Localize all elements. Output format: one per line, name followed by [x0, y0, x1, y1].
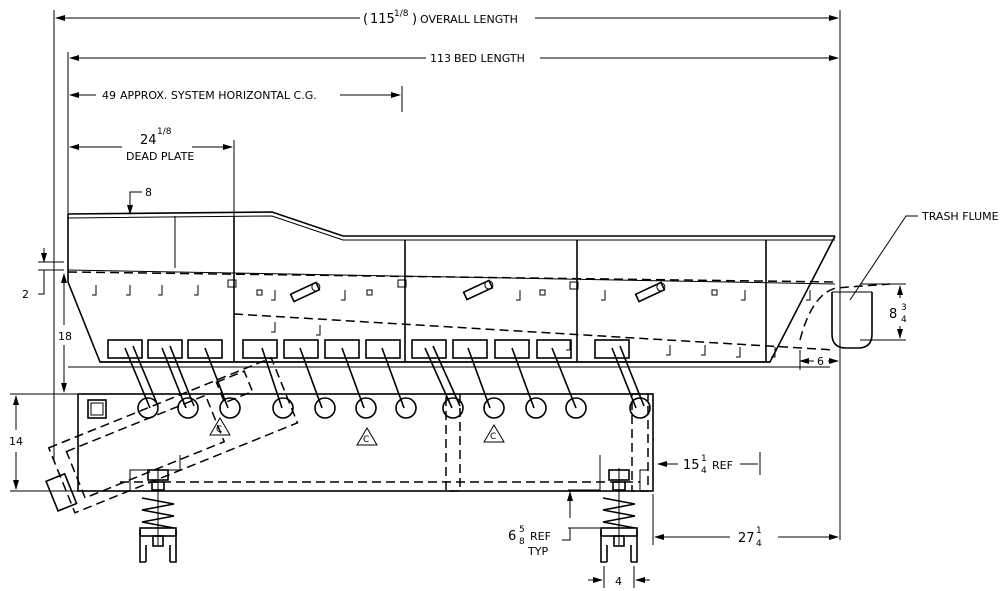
overall-length-paren-close: ) [412, 12, 417, 27]
dim-27-1-4-num: 1 [756, 526, 762, 536]
bed-fasteners [227, 279, 718, 296]
dimension-8-3-4: 8 3 4 [860, 283, 907, 341]
dimension-2: 2 [22, 248, 64, 301]
dimension-overall-length: ( 115 1/8 ) OVERALL LENGTH [53, 9, 841, 540]
base-frame [77, 393, 654, 492]
spring-left [139, 468, 177, 563]
cg-caption: APPROX. SYSTEM HORIZONTAL C.G. [120, 89, 317, 102]
dim-2-label: 2 [22, 288, 29, 301]
trash-flume-label: TRASH FLUME [921, 210, 999, 223]
spring-right [600, 468, 638, 563]
dead-plate-caption: DEAD PLATE [126, 150, 194, 163]
dimension-6: 6 [799, 350, 839, 370]
dimension-dead-plate: 24 1/8 DEAD PLATE [69, 127, 235, 340]
dim-6-5-8-whole: 6 [508, 529, 516, 544]
dead-plate-fraction: 1/8 [157, 127, 172, 137]
dim-6-label: 6 [817, 355, 824, 368]
datum-markers: C C C [209, 417, 505, 446]
dim-27-1-4-whole: 27 [738, 531, 755, 546]
dead-plate-value: 24 [140, 133, 157, 148]
conveyor-pan [67, 211, 836, 368]
datum-c-1: C [216, 425, 222, 435]
dim-18-label: 18 [58, 330, 72, 343]
dim-8-3-4-den: 4 [901, 315, 907, 325]
dim-14-label: 14 [9, 435, 23, 448]
dimension-14: 14 [9, 393, 78, 492]
dim-15-1-4-num: 1 [701, 454, 707, 464]
dim-15-1-4-whole: 15 [683, 458, 700, 473]
pivot-circles [137, 397, 651, 419]
dim-6-5-8-suffix: REF [530, 530, 551, 543]
dim-15-1-4-den: 4 [701, 466, 707, 476]
overall-length-caption: OVERALL LENGTH [420, 13, 518, 26]
link-arms [124, 345, 645, 409]
overall-length-value: 115 [370, 12, 395, 27]
bed-clamps [289, 279, 666, 303]
cg-value: 49 [102, 89, 116, 102]
bed-hooks-lower [271, 322, 776, 358]
datum-c-3: C [490, 432, 496, 442]
bed-length-value: 113 [430, 52, 451, 65]
dimension-27-1-4: 27 1 4 [652, 494, 839, 549]
overall-length-fraction: 1/8 [394, 9, 409, 19]
dim-8-3-4-num: 3 [901, 303, 907, 313]
dim-15-1-4-suffix: REF [712, 459, 733, 472]
datum-c-2: C [363, 435, 369, 445]
spring-brackets [129, 455, 648, 491]
dim-4-label: 4 [615, 575, 622, 588]
dim-27-1-4-den: 4 [756, 539, 762, 549]
drive-assembly [45, 356, 299, 514]
dimension-18: 18 [58, 273, 72, 393]
overall-length-paren-open: ( [363, 12, 368, 27]
dim-8-3-4-whole: 8 [889, 307, 897, 322]
dim-6-5-8-den: 8 [519, 537, 525, 547]
dim-8-label: 8 [145, 186, 152, 199]
dimension-8: 8 [127, 186, 152, 215]
dimension-cg: 49 APPROX. SYSTEM HORIZONTAL C.G. [69, 86, 403, 112]
pan-brackets [107, 339, 630, 359]
dimension-4: 4 [588, 566, 650, 588]
dimension-6-5-8: 6 5 8 REF TYP [508, 489, 600, 558]
bed-length-caption: BED LENGTH [454, 52, 525, 65]
bed-hooks-upper [92, 285, 811, 301]
dim-6-5-8-num: 5 [519, 525, 525, 535]
trash-flume: TRASH FLUME [799, 210, 999, 349]
dim-6-5-8-sub: TYP [527, 545, 548, 558]
dimension-bed-length: 113 BED LENGTH [67, 52, 839, 215]
dimension-15-1-4: 15 1 4 REF [657, 452, 761, 476]
